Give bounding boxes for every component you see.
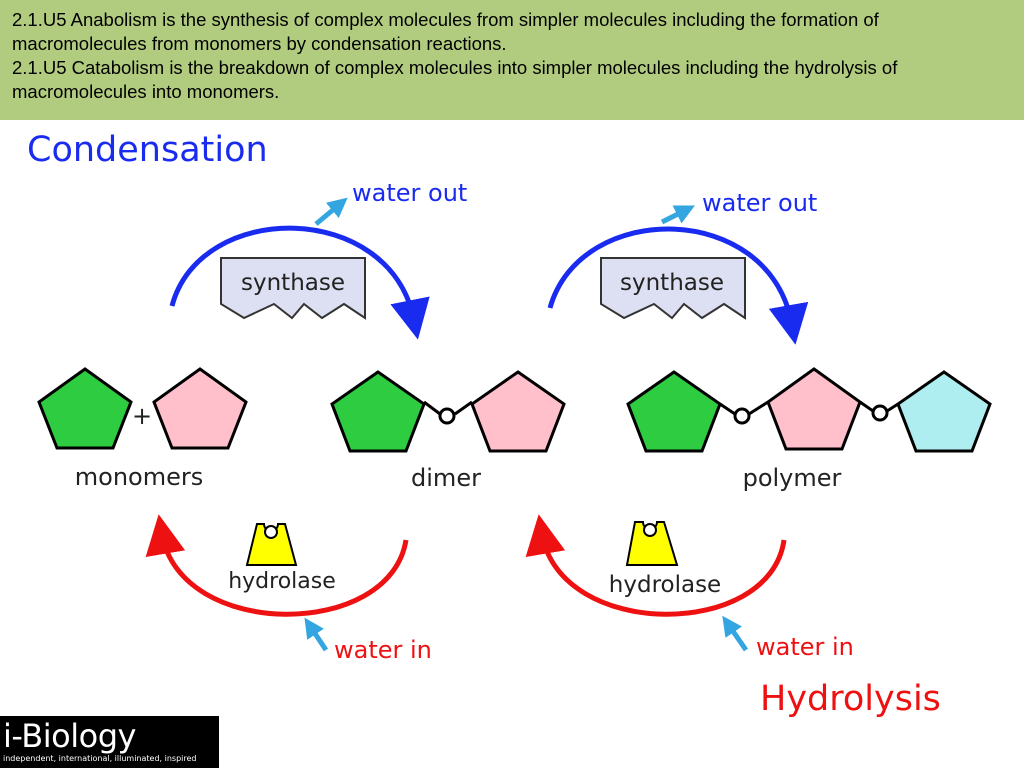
synthase-label-1: synthase — [241, 270, 345, 296]
hydrolysis-title: Hydrolysis — [760, 679, 941, 719]
hydrolysis-arrow-2 — [525, 514, 787, 617]
hydrolase-active-site-1 — [264, 525, 278, 539]
objectives-banner: 2.1.U5 Anabolism is the synthesis of com… — [0, 0, 1024, 120]
monomers-group: + monomers — [37, 367, 248, 491]
polymer-pink-unit — [766, 367, 862, 451]
polymer-green-unit — [626, 370, 722, 453]
i-biology-logo: i-Biology independent, international, il… — [0, 716, 219, 768]
hydrolase-label-2: hydrolase — [609, 572, 721, 598]
water-in-arrow-1 — [304, 617, 329, 652]
polymer-bond-1-left — [719, 402, 736, 416]
water-out-label-1: water out — [352, 179, 467, 207]
plus-sign: + — [132, 402, 152, 430]
dimer-pink-unit — [470, 370, 566, 453]
synthase-enzyme-1 — [220, 257, 366, 320]
catabolism-statement: 2.1.U5 Catabolism is the breakdown of co… — [12, 57, 898, 102]
condensation-step-1: water out synthase — [169, 179, 467, 340]
polymer-bond-2-left — [859, 400, 874, 413]
condensation-title: Condensation — [27, 130, 268, 170]
water-out-arrow-1 — [314, 197, 348, 226]
green-monomer — [37, 367, 133, 450]
dimer-green-unit — [330, 370, 426, 453]
polymer-glycosidic-bond-1 — [733, 407, 751, 425]
condensation-arrow-1 — [169, 225, 430, 340]
polymer-glycosidic-bond-2 — [871, 404, 889, 422]
polymer-bond-1-right — [748, 400, 769, 416]
water-out-label-2: water out — [702, 189, 817, 217]
anabolism-statement: 2.1.U5 Anabolism is the synthesis of com… — [12, 9, 879, 54]
water-in-arrow-2 — [722, 615, 749, 652]
condensation-step-2: water out synthase — [547, 189, 817, 345]
dimer-label: dimer — [411, 464, 481, 492]
dimer-glycosidic-bond — [438, 407, 456, 425]
dimer-bond-right — [454, 400, 473, 416]
hydrolase-active-site-2 — [643, 523, 657, 537]
dimer-bond-left — [423, 400, 441, 416]
pink-monomer — [152, 367, 248, 450]
polymer-bond-2-right — [886, 402, 899, 413]
hydrolysis-step-1: hydrolase water in — [145, 514, 432, 664]
hydrolysis-arrow-1 — [145, 514, 409, 617]
hydrolysis-step-2: hydrolase water in — [525, 514, 854, 661]
water-in-label-1: water in — [334, 636, 432, 664]
synthase-label-2: synthase — [620, 270, 724, 296]
logo-tagline: independent, international, illuminated,… — [3, 754, 197, 763]
water-out-arrow-2 — [660, 205, 695, 225]
condensation-arrow-2 — [547, 226, 809, 345]
polymer-label: polymer — [743, 464, 842, 492]
polymer-cyan-unit — [896, 370, 992, 453]
hydrolase-label-1: hydrolase — [228, 569, 336, 594]
dimer-group: dimer — [330, 370, 566, 492]
logo-name: i-Biology — [3, 717, 136, 755]
water-in-label-2: water in — [756, 633, 854, 661]
monomers-label: monomers — [75, 463, 203, 491]
polymer-group: polymer — [626, 367, 992, 492]
synthase-enzyme-2 — [600, 257, 746, 320]
